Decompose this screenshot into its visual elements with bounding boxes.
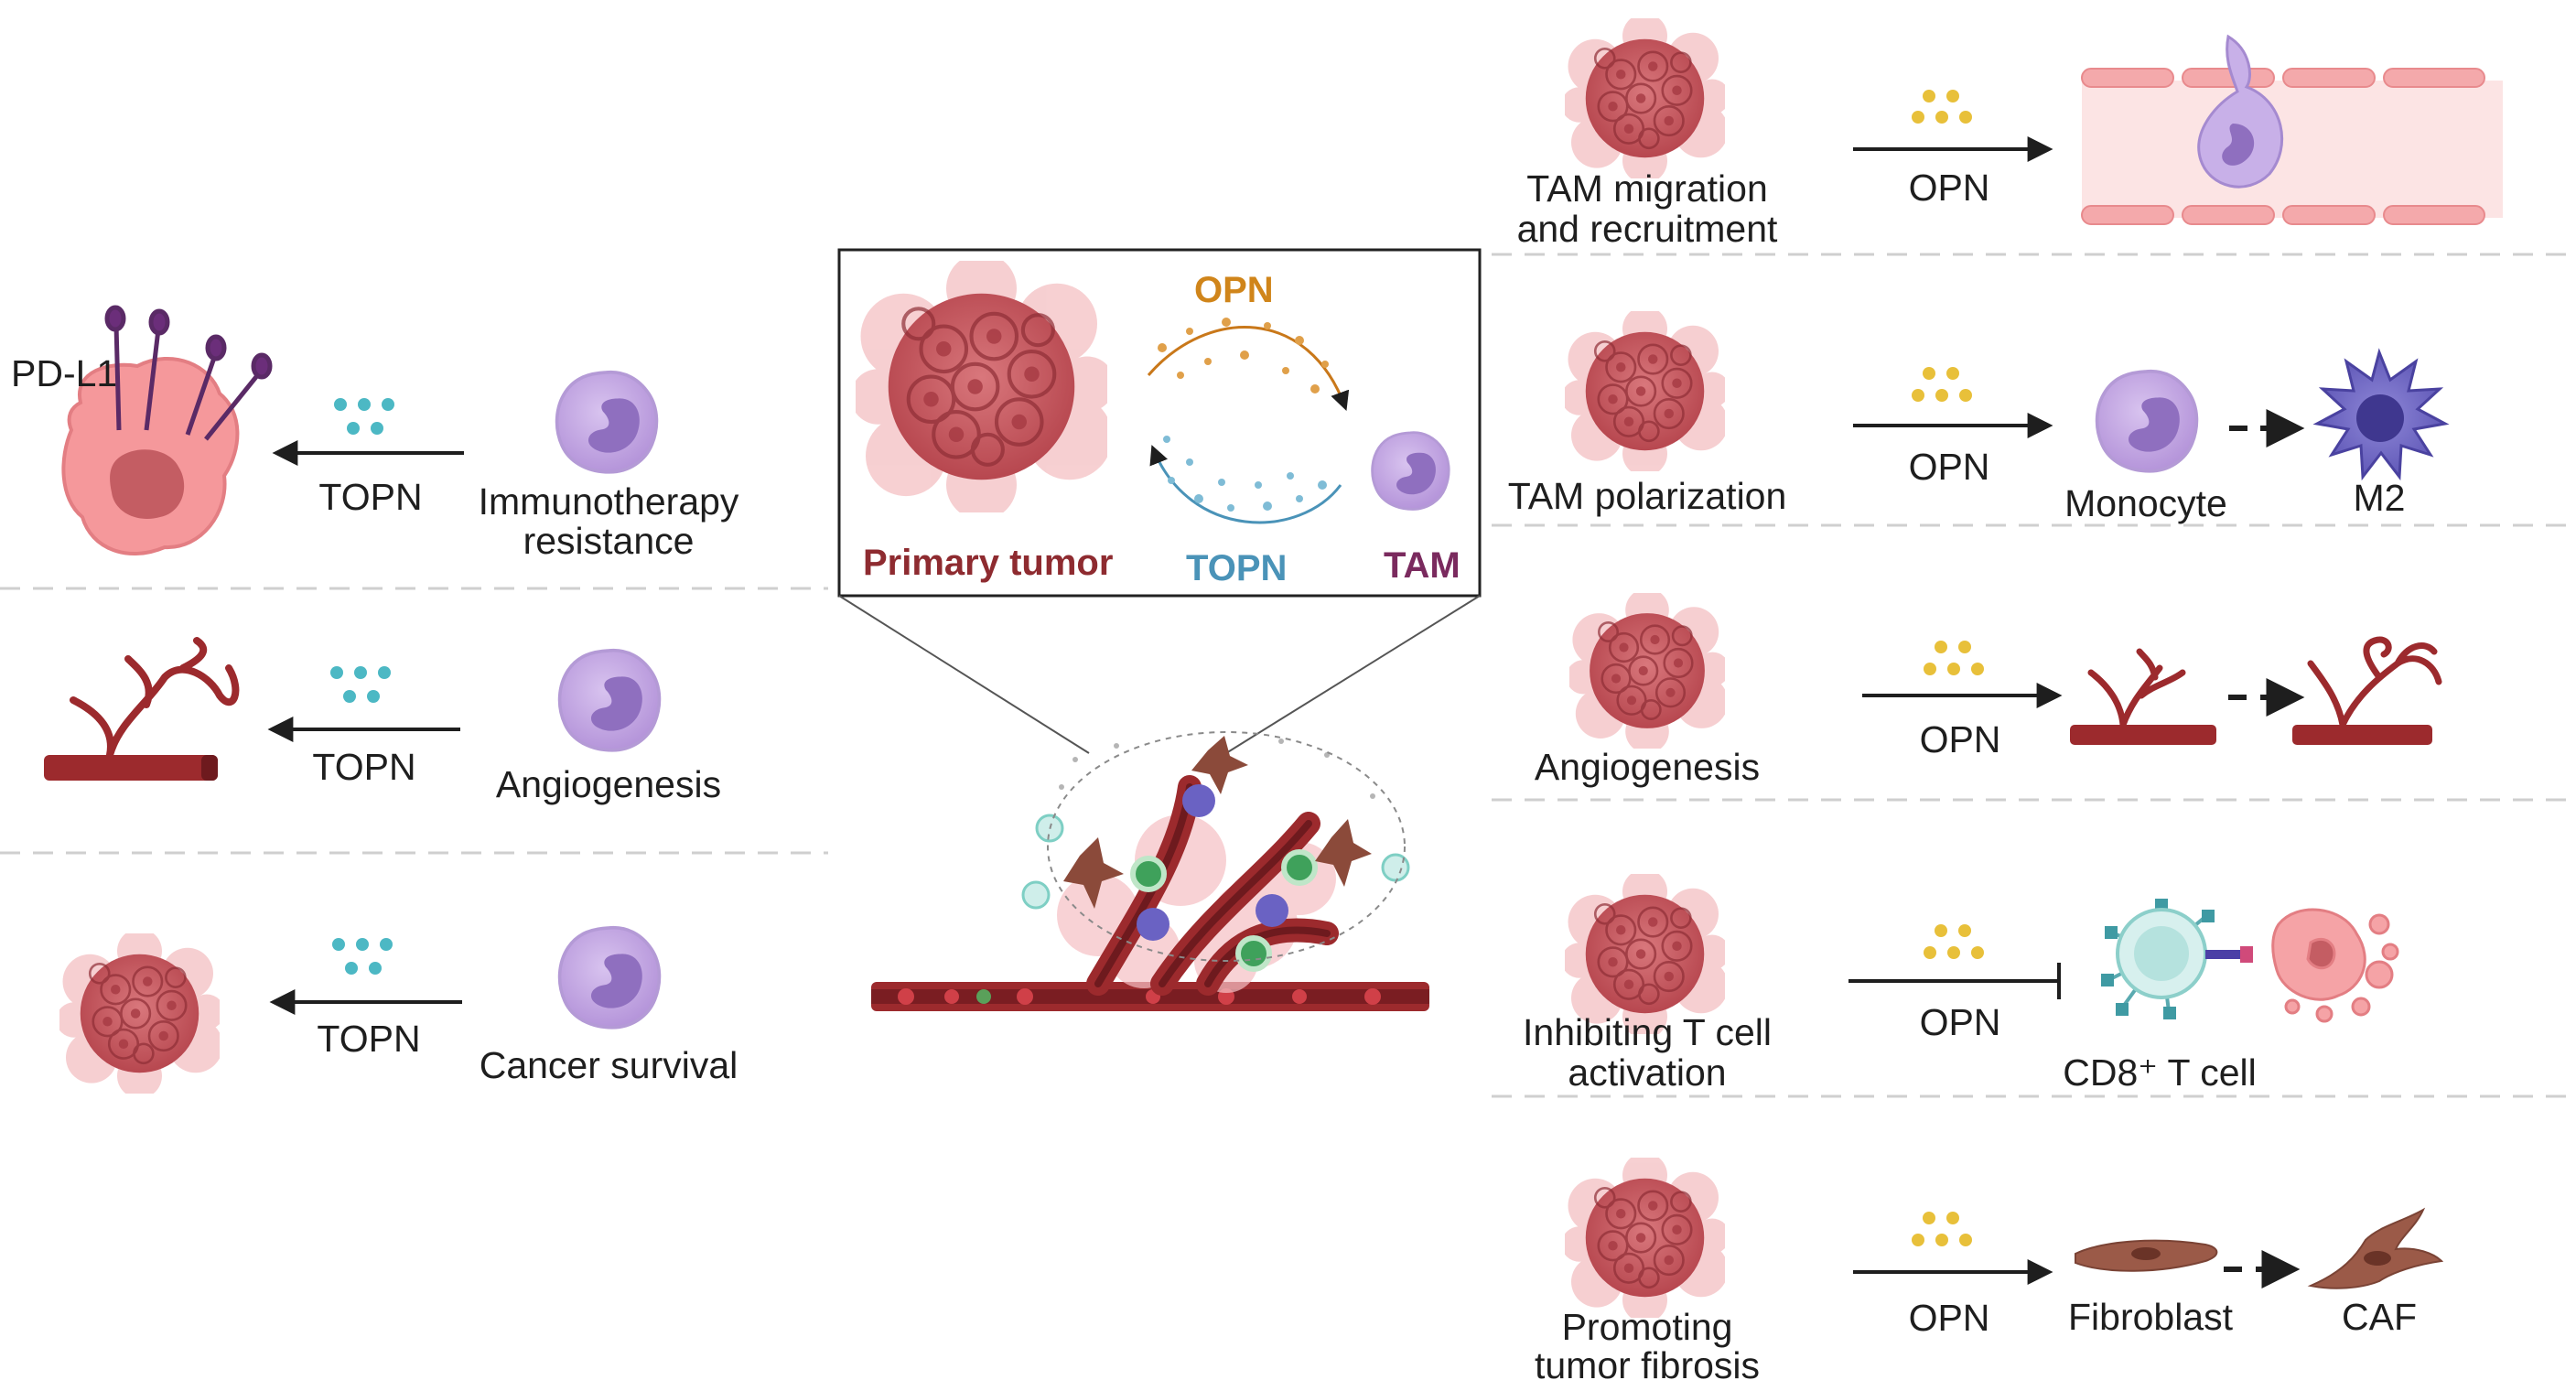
opn-arc: [1147, 326, 1350, 411]
right-row-1-molecule: OPN: [1908, 167, 1990, 209]
right-row-4-art: [1565, 874, 2399, 1034]
blood-vessel-icon: [44, 755, 218, 781]
right-row-1-effect-line-2: and recruitment: [1516, 208, 1778, 250]
right-row-3-art: [1569, 593, 2442, 749]
right-separators: [1492, 253, 2576, 1098]
right-row-5-art: [1565, 1158, 2444, 1318]
topn-label: TOPN: [1186, 548, 1288, 588]
center-inset: [837, 248, 1482, 754]
opn-dots: [1912, 1212, 1972, 1246]
cd8-t-cell-label: CD8⁺ T cell: [2063, 1051, 2257, 1094]
opn-dots: [1924, 641, 1984, 675]
left-row-3-effect: Cancer survival: [479, 1044, 738, 1086]
right-row-2-art: [1565, 311, 2450, 481]
opn-label: OPN: [1194, 270, 1274, 310]
opn-dots: [1924, 924, 1984, 959]
macrophage-icon: [557, 648, 662, 752]
primary-tumor-label: Primary tumor: [863, 543, 1114, 583]
left-separators: [0, 587, 828, 855]
left-row-3-art: [59, 925, 662, 1094]
right-row-4-molecule: OPN: [1919, 1001, 2001, 1043]
opn-dots: [1912, 90, 1972, 124]
vessel-sprout-small-icon: [2070, 648, 2216, 745]
topn-dots: [334, 398, 394, 435]
topn-dots: [332, 938, 393, 975]
tumor-icon: [1565, 311, 1725, 471]
topn-dots: [330, 666, 391, 703]
tumor-icon: [1569, 593, 1725, 749]
right-row-2-molecule: OPN: [1908, 446, 1990, 488]
tme-m2-macrophages: [1137, 784, 1288, 941]
tumor-microenvironment-illustration: [871, 731, 1429, 1011]
tme-cafs: [1063, 736, 1372, 909]
tme-immune-cells: [1021, 814, 1410, 910]
left-row-1-effect-line-2: resistance: [523, 520, 695, 562]
tme-t-cells: [1130, 849, 1318, 972]
left-row-2-effect: Angiogenesis: [495, 763, 722, 805]
right-row-5-molecule: OPN: [1908, 1297, 1990, 1339]
left-row-1-effect-line-1: Immunotherapy: [478, 480, 739, 523]
m2-macrophage-icon: [2312, 348, 2450, 481]
dying-tumor-cell-icon: [2271, 908, 2399, 1023]
right-row-5-effect-line-1: Promoting: [1561, 1306, 1733, 1348]
right-row-4-effect-line-2: activation: [1568, 1051, 1727, 1094]
vessel-sprouting-icon: [2292, 636, 2442, 745]
left-row-1-art: [61, 305, 659, 555]
right-row-4-effect-line-1: Inhibiting T cell: [1523, 1011, 1772, 1053]
left-row-2-molecule: TOPN: [312, 746, 416, 788]
opn-dots: [1912, 367, 1972, 402]
tam-icon: [1371, 431, 1450, 511]
left-row-3-molecule: TOPN: [317, 1018, 421, 1060]
m2-label: M2: [2353, 477, 2406, 519]
right-row-1-effect-line-1: TAM migration: [1526, 167, 1768, 210]
tumor-icon: [59, 933, 220, 1094]
fibroblast-label: Fibroblast: [2067, 1296, 2233, 1338]
macrophage-icon: [555, 370, 659, 474]
tumor-icon: [1565, 1158, 1725, 1318]
right-row-3-molecule: OPN: [1919, 718, 2001, 760]
caf-icon: [2307, 1207, 2444, 1289]
tumor-icon: [1565, 18, 1725, 178]
pd-l1-label: PD-L1: [11, 352, 118, 394]
tam-label: TAM: [1384, 545, 1460, 586]
right-row-5-effect-line-2: tumor fibrosis: [1534, 1344, 1761, 1380]
monocyte-label: Monocyte: [2064, 482, 2227, 524]
right-row-1-art: [1565, 18, 2503, 225]
cd8-t-cell-icon: [2101, 899, 2253, 1019]
caf-label: CAF: [2342, 1296, 2417, 1338]
macrophage-icon: [557, 925, 662, 1030]
left-row-2-art: [44, 637, 662, 781]
monocyte-icon: [2095, 369, 2199, 473]
fibroblast-icon: [2075, 1239, 2218, 1272]
left-row-1-molecule: TOPN: [318, 476, 423, 518]
right-row-2-effect: TAM polarization: [1507, 475, 1787, 517]
right-row-3-effect: Angiogenesis: [1534, 746, 1761, 788]
endothelium-extravasation-icon: [2081, 34, 2503, 225]
